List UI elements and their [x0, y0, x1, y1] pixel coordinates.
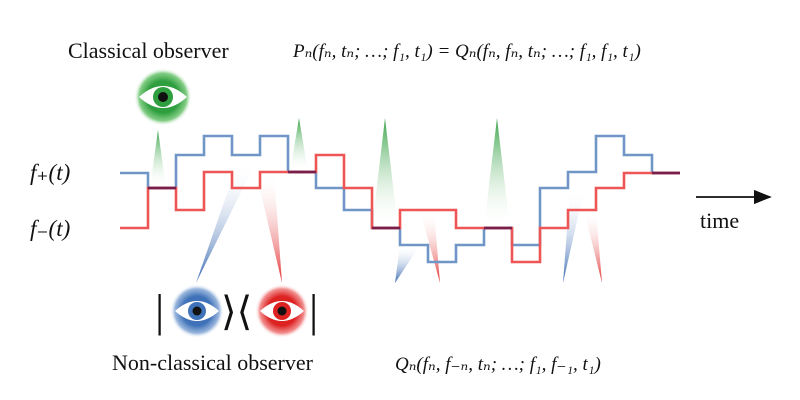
classical-observer-label: Classical observer — [68, 38, 229, 63]
nonclassical-formula: Qₙ(fₙ, f₋ₙ, tₙ; …; f₁, f₋₁, t₁) — [395, 354, 601, 375]
blue-cone-2 — [395, 245, 420, 283]
classical-cone-2 — [290, 118, 308, 172]
f-minus-label: f₋(t) — [30, 216, 70, 241]
red-cone-3 — [584, 210, 602, 283]
f-plus-trajectory — [120, 134, 680, 264]
blue-cone-3 — [563, 190, 584, 283]
time-label: time — [700, 208, 739, 233]
nonclassical-observer-group: | ⟩⟨ | — [155, 284, 318, 338]
overlap-segments — [148, 170, 680, 230]
classical-formula: Pₙ(fₙ, tₙ; …; f₁, t₁) = Qₙ(fₙ, fₙ, tₙ; …… — [292, 41, 641, 62]
ket-left-bar: | — [155, 285, 164, 336]
red-cone-2 — [420, 210, 440, 283]
classical-eye-icon — [134, 68, 192, 126]
classical-cone-4 — [484, 118, 510, 228]
blue-cone-1 — [196, 162, 256, 283]
bra-right-bar: | — [309, 285, 318, 336]
nonclassical-observer-label: Non-classical observer — [112, 350, 314, 375]
red-eye-icon — [255, 284, 309, 338]
ket-bra-junction: ⟩⟨ — [221, 289, 252, 334]
classical-cone-3 — [372, 118, 398, 228]
blue-eye-icon — [170, 284, 224, 338]
f-plus-label: f₊(t) — [30, 160, 70, 185]
red-cone-1 — [256, 172, 282, 283]
measurement-cones — [150, 118, 602, 283]
classical-cone-1 — [150, 130, 166, 188]
